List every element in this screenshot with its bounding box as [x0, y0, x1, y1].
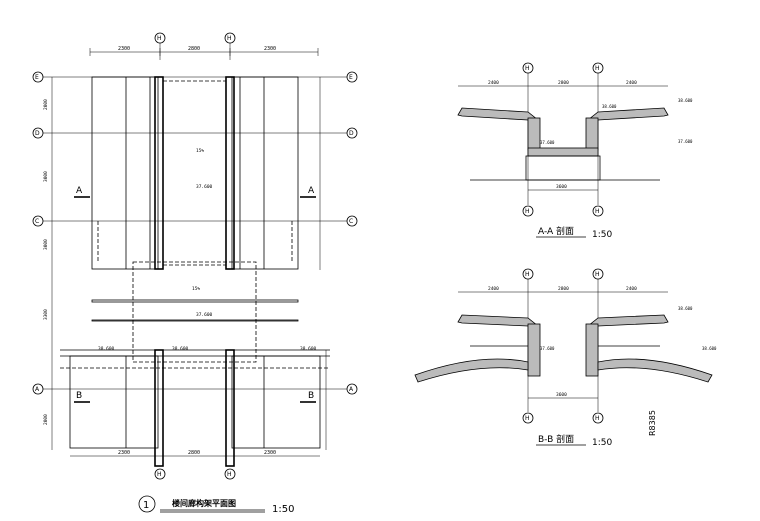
plan-dashed-frame-lower — [132, 261, 257, 363]
section-aa-view: H H 2400 2800 2400 3600 37.600 38.600 38… — [457, 62, 693, 240]
plan-slab-left-upper — [91, 76, 159, 270]
svg-text:A: A — [308, 186, 315, 196]
aa-dim-top-3: 2400 — [626, 80, 637, 86]
plan-dim-top-3: 2300 — [264, 46, 276, 52]
aa-dim-top-2: 2800 — [558, 80, 569, 86]
svg-text:H: H — [595, 271, 600, 278]
svg-text:H: H — [595, 415, 600, 422]
plan-dim-left-5: 2000 — [43, 414, 49, 425]
plan-note-level-1: 37.600 — [196, 184, 213, 190]
aa-level-2: 38.600 — [602, 104, 617, 109]
plan-note-slope-1: 15% — [196, 148, 204, 154]
plan-dim-bottom-3: 2300 — [264, 450, 276, 456]
svg-text:H: H — [157, 35, 162, 42]
aa-level-3: 38.600 — [678, 98, 693, 103]
svg-text:H: H — [157, 471, 162, 478]
plan-section-mark-B-left: B — [74, 391, 90, 403]
svg-text:B: B — [308, 391, 314, 401]
plan-grid-bubble-top-right: H — [224, 32, 236, 60]
aa-level-4: 37.600 — [678, 139, 693, 144]
section-bb-view: H H 2400 2800 2400 3600 37.600 38.600 38… — [414, 268, 717, 448]
aa-scale: 1:50 — [592, 230, 612, 240]
plan-note-slope-2: 15% — [192, 286, 200, 292]
plan-note-level-4: 38.600 — [172, 346, 189, 352]
svg-text:A: A — [35, 386, 40, 393]
plan-slab-right-upper — [231, 76, 299, 270]
bb-grid-bubble-bottom-left: H — [522, 412, 534, 424]
plan-grid-bubble-bottom-right: H — [224, 468, 236, 480]
svg-text:D: D — [35, 130, 40, 137]
bb-dim-bottom: 3600 — [556, 392, 567, 398]
plan-dim-bottom-2: 2800 — [188, 450, 200, 456]
plan-dim-left-3: 3000 — [43, 239, 49, 250]
plan-section-mark-B-right: B — [300, 391, 316, 403]
plan-title-number: 1 — [143, 500, 149, 511]
svg-text:C: C — [35, 218, 39, 225]
plan-dim-left-2: 3000 — [43, 171, 49, 182]
bb-title: B-B 剖面 — [538, 433, 574, 445]
plan-axis-C: C C — [32, 215, 358, 227]
svg-text:B: B — [76, 391, 82, 401]
svg-text:H: H — [525, 271, 530, 278]
plan-note-level-2: 37.600 — [196, 312, 213, 318]
plan-title-text: 楼间廊构架平面图 — [172, 498, 236, 508]
aa-level-1: 37.600 — [540, 140, 555, 145]
plan-grid-bubble-top-left: H — [154, 32, 166, 60]
plan-section-mark-A-right: A — [300, 186, 316, 198]
plan-grid-bubble-bottom-left: H — [154, 468, 166, 480]
plan-dim-top-2: 2800 — [188, 46, 200, 52]
plan-dim-left-4: 3300 — [43, 309, 49, 320]
plan-axis-D: D D — [32, 127, 358, 139]
bb-level-3: 38.600 — [702, 346, 717, 351]
plan-slab-left-lower — [69, 355, 159, 449]
plan-section-mark-A-left: A — [74, 186, 90, 198]
plan-slab-right-lower — [231, 355, 321, 449]
svg-text:H: H — [227, 35, 232, 42]
svg-text:H: H — [525, 208, 530, 215]
svg-text:H: H — [595, 208, 600, 215]
svg-text:H: H — [525, 65, 530, 72]
plan-dim-bottom-1: 2300 — [118, 450, 130, 456]
plan-title-scale: 1:50 — [272, 504, 294, 515]
svg-text:A: A — [76, 186, 83, 196]
plan-dashed-frame-upper — [162, 80, 227, 266]
svg-text:D: D — [349, 130, 354, 137]
plan-axis-E: E E — [32, 71, 358, 83]
plan-view: 2300 2800 2300 H H E E D D C C — [32, 32, 358, 515]
bb-dim-top-1: 2400 — [488, 286, 499, 292]
bb-dim-top-2: 2800 — [558, 286, 569, 292]
bb-level-1: 37.600 — [540, 346, 555, 351]
svg-text:H: H — [525, 415, 530, 422]
plan-title-block: 1 楼间廊构架平面图 1:50 — [138, 495, 294, 515]
bb-radius-label: R8385 — [648, 410, 657, 436]
aa-grid-bubble-bottom-left: H — [522, 205, 534, 217]
svg-text:H: H — [595, 65, 600, 72]
plan-note-level-5: 38.600 — [300, 346, 317, 352]
svg-text:E: E — [35, 74, 39, 81]
svg-text:C: C — [349, 218, 353, 225]
plan-note-level-3: 38.600 — [98, 346, 115, 352]
bb-dim-top-3: 2400 — [626, 286, 637, 292]
bb-scale: 1:50 — [592, 438, 612, 448]
aa-dim-bottom: 3600 — [556, 184, 567, 190]
bb-grid-bubble-bottom-right: H — [592, 412, 604, 424]
svg-text:H: H — [227, 471, 232, 478]
plan-axis-A: A A — [32, 383, 358, 395]
plan-dim-left-1: 2000 — [43, 99, 49, 110]
bb-level-2: 38.600 — [678, 306, 693, 311]
svg-text:E: E — [349, 74, 353, 81]
svg-text:A: A — [349, 386, 354, 393]
aa-title: A-A 剖面 — [538, 225, 574, 237]
plan-dim-top-1: 2300 — [118, 46, 130, 52]
aa-dim-top-1: 2400 — [488, 80, 499, 86]
aa-grid-bubble-bottom-right: H — [592, 205, 604, 217]
